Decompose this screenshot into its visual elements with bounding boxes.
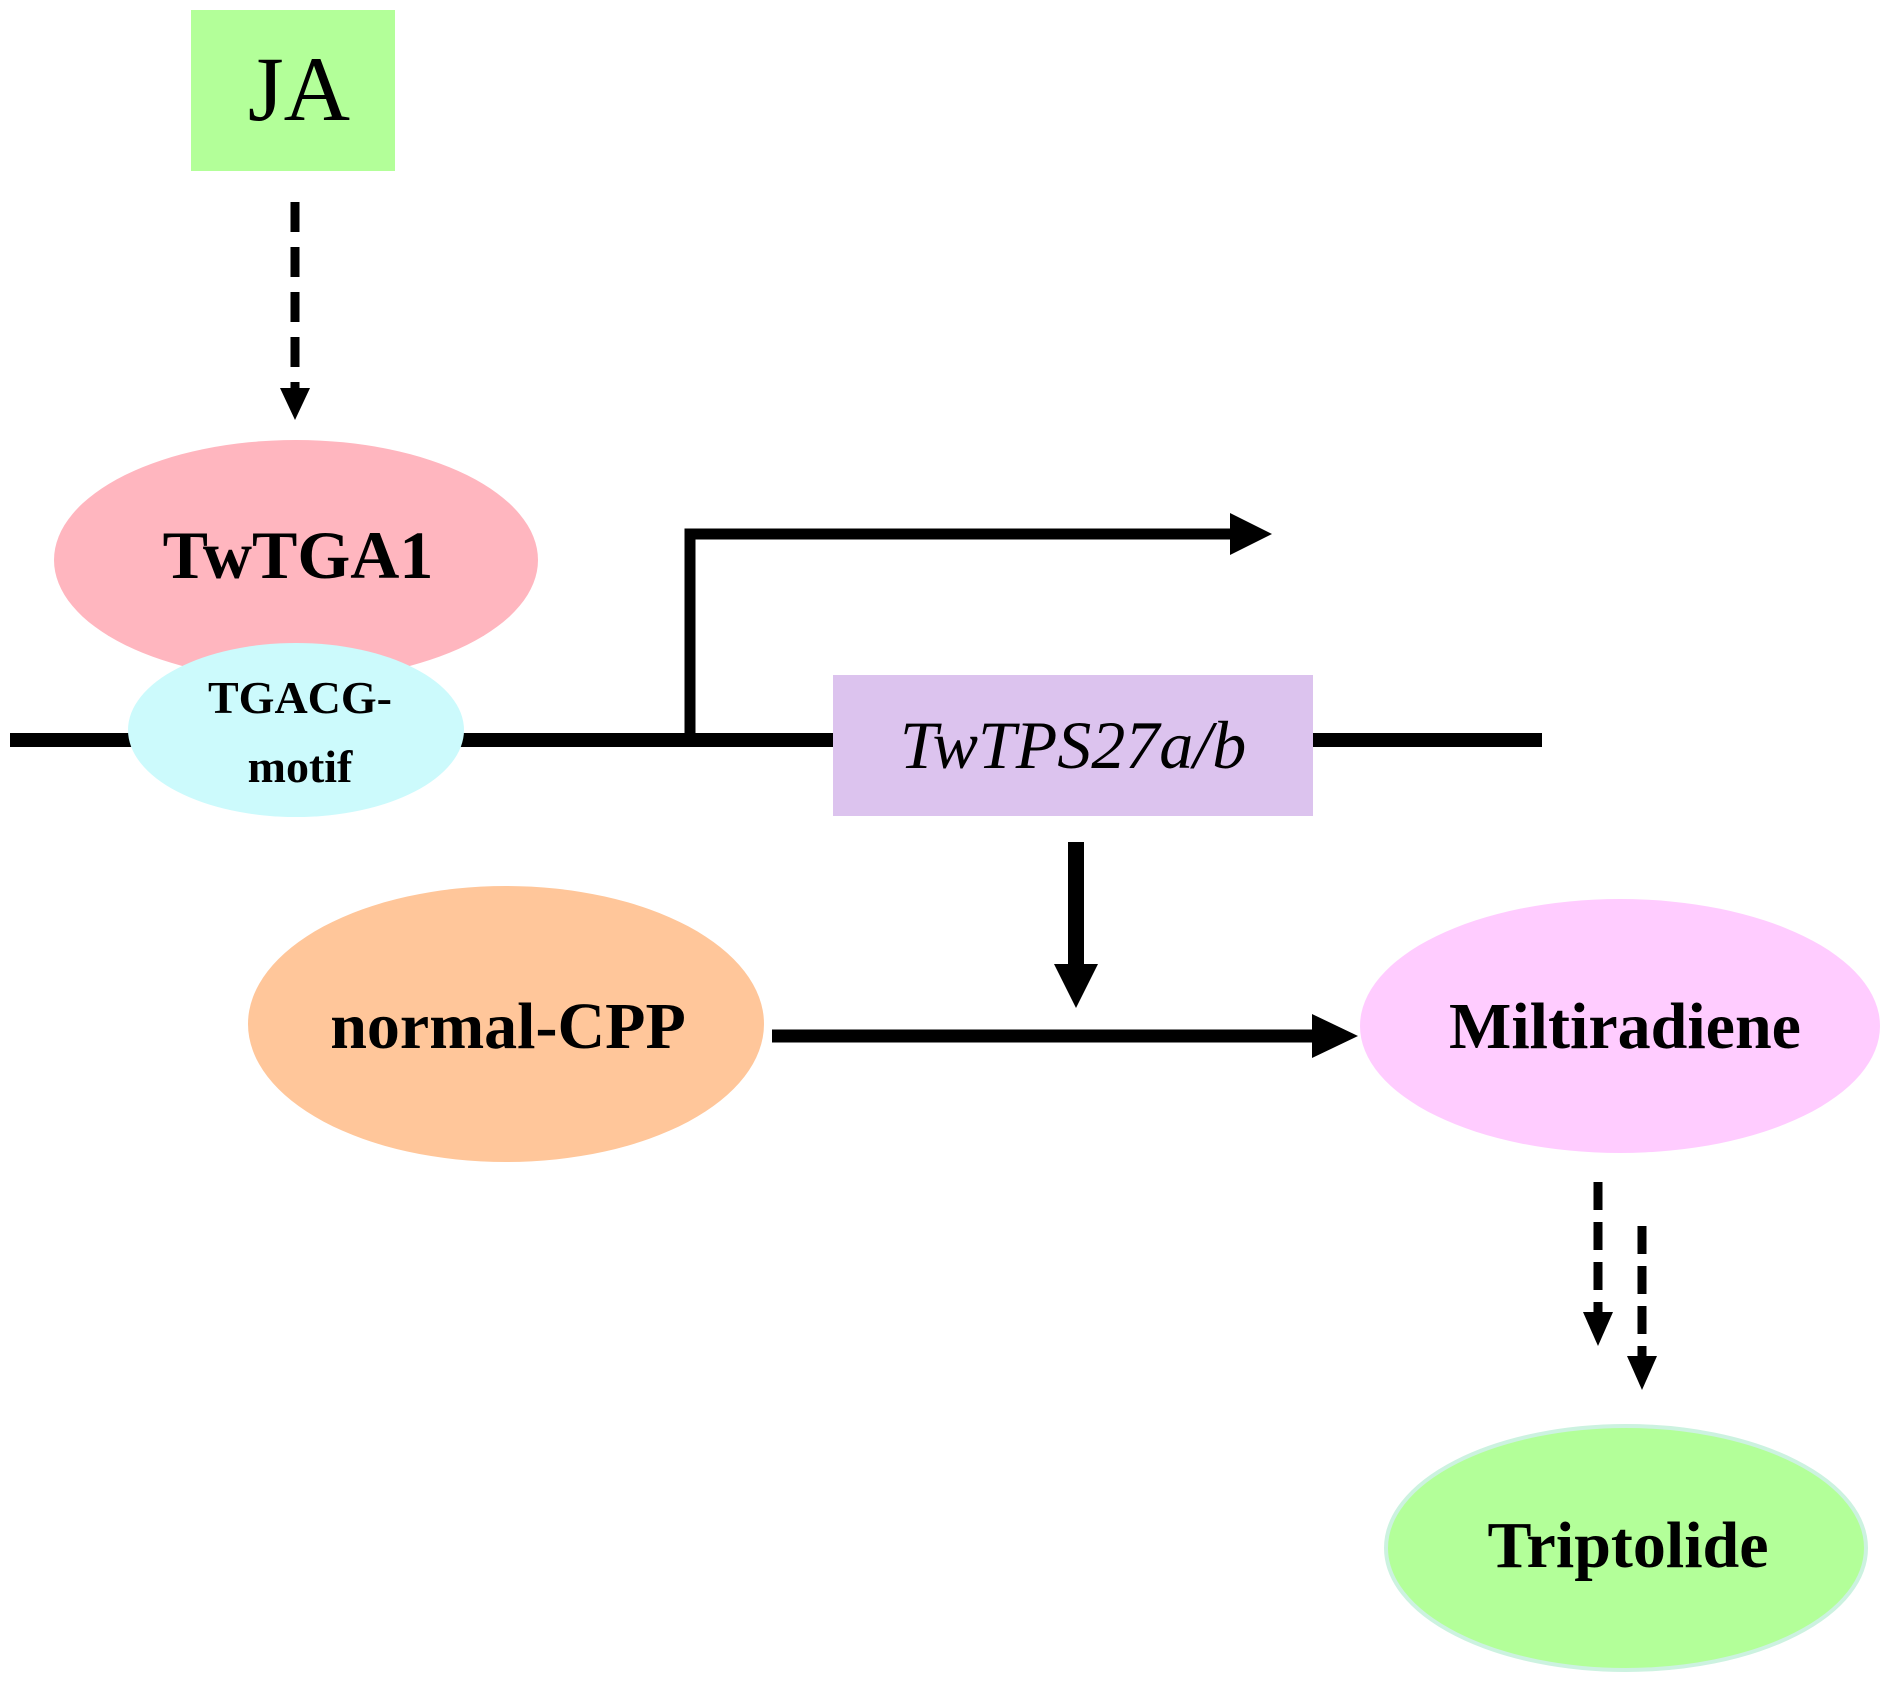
dashed-arrowhead-right xyxy=(1627,1356,1657,1390)
gene-label: TwTPS27a/b xyxy=(900,707,1246,783)
transcription-start-arrow xyxy=(684,528,1230,733)
twtga1-label: TwTGA1 xyxy=(163,517,434,593)
cpp-arrowhead xyxy=(1312,1014,1358,1058)
transcription-arrowhead xyxy=(1230,513,1272,555)
normal-cpp-ellipse xyxy=(248,886,764,1162)
triptolide-ellipse xyxy=(1384,1424,1868,1672)
ja-label: JA xyxy=(248,38,350,140)
dashed-arrowhead-left xyxy=(1583,1312,1613,1346)
twtga1-ellipse xyxy=(54,440,538,680)
tgacg-motif-ellipse xyxy=(128,643,464,817)
gene-arrowhead xyxy=(1054,964,1098,1008)
miltiradiene-label: Miltiradiene xyxy=(1449,990,1801,1063)
miltiradiene-ellipse xyxy=(1360,899,1880,1153)
triptolide-label: Triptolide xyxy=(1487,1509,1768,1582)
gene-box xyxy=(833,675,1313,816)
tgacg-motif-label-line1: TGACG- xyxy=(208,672,392,723)
tgacg-motif-label-line2: motif xyxy=(248,741,353,792)
ja-box xyxy=(191,10,395,171)
ja-arrowhead xyxy=(280,388,310,420)
normal-cpp-label: normal-CPP xyxy=(330,990,686,1063)
